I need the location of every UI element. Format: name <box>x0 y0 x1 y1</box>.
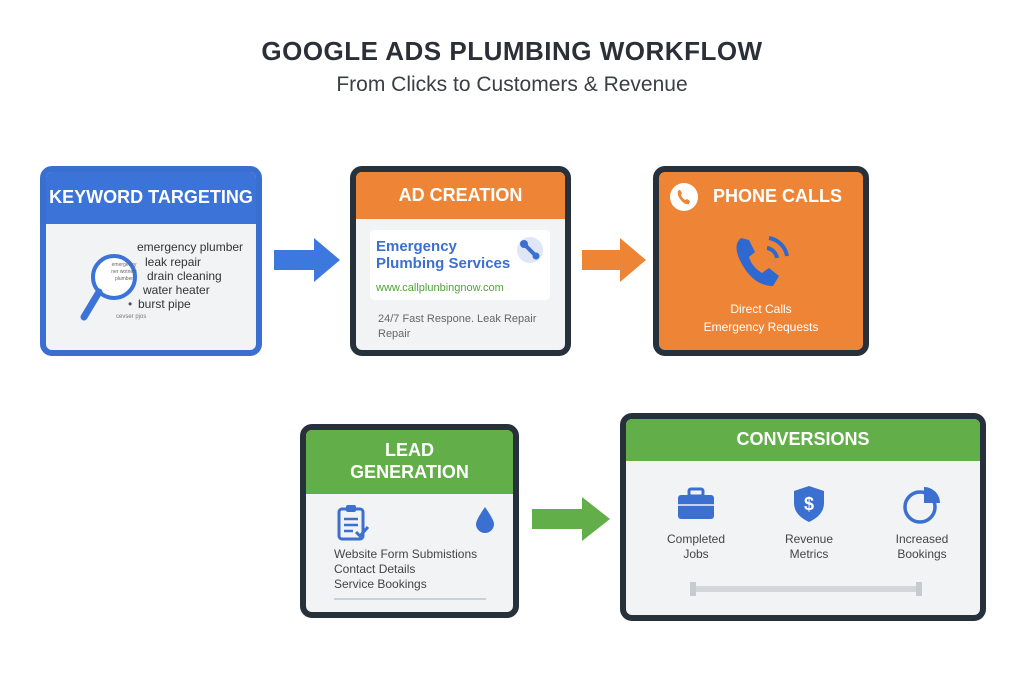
magnifier-icon <box>80 254 137 321</box>
faint-keyword: cevser pjos <box>116 314 147 320</box>
lens-line: plumber <box>114 276 134 282</box>
diagram-subtitle: From Clicks to Customers & Revenue <box>336 73 688 96</box>
phone-calls-lines: Direct Calls Emergency Requests <box>659 302 863 335</box>
svg-text:$: $ <box>804 494 814 514</box>
pie-chart-icon <box>903 487 940 524</box>
ad-creation-header: AD CREATION <box>356 172 565 219</box>
briefcase-icon <box>678 487 714 519</box>
divider <box>334 598 486 600</box>
keyword-targeting-card: KEYWORD TARGETING emergency ner wotnew p… <box>40 166 262 356</box>
keyword-targeting-header: KEYWORD TARGETING <box>46 172 256 224</box>
lens-line: emergency <box>111 262 137 268</box>
keyword: water heater <box>143 283 210 297</box>
arrow-right-icon <box>582 238 646 282</box>
arrow-right-icon <box>532 497 610 541</box>
keyword: emergency plumber <box>137 240 244 254</box>
phone-calls-card: PHONE CALLS Direct Calls Emergency Reque… <box>653 166 869 356</box>
ad-preview: Emergency Plumbing Services www.callplun… <box>370 230 550 300</box>
lens-line: ner wotnew <box>111 269 137 275</box>
ad-title: Emergency Plumbing Services <box>376 238 511 272</box>
lead-generation-card: LEAD GENERATION Website Form Submistions… <box>300 424 519 618</box>
diagram-title: GOOGLE ADS PLUMBING WORKFLOW <box>261 36 763 66</box>
phone-calls-header: PHONE CALLS <box>659 172 863 222</box>
lead-lines: Website Form Submistions Contact Details… <box>334 547 477 592</box>
phone-icon <box>670 183 698 211</box>
progress-bar <box>690 582 922 596</box>
ad-description: 24/7 Fast Respone. Leak Repair Repair <box>378 313 537 340</box>
water-drop-icon <box>476 507 494 533</box>
lens-text: emergency ner wotnew plumber <box>101 262 147 283</box>
lead-line: Contact Details <box>334 562 416 576</box>
lead-generation-header: LEAD GENERATION <box>306 430 513 494</box>
ad-url: www.callplunbingnow.com <box>376 282 504 294</box>
keyword: leak repair <box>145 255 202 269</box>
ad-creation-card: AD CREATION Emergency Plumbing Services … <box>350 166 571 356</box>
phone-line: Direct Calls <box>730 302 792 316</box>
phone-calls-title: PHONE CALLS <box>713 186 843 207</box>
keyword: burst pipe <box>138 297 191 311</box>
phone-line: Emergency Requests <box>703 320 819 334</box>
lead-line: Website Form Submistions <box>334 547 478 561</box>
phone-icon <box>736 236 789 286</box>
conversions-header: CONVERSIONS <box>626 419 980 461</box>
clipboard-check-icon <box>337 505 370 541</box>
dollar-shield-icon: $ <box>794 486 824 522</box>
keyword: drain cleaning <box>147 269 222 283</box>
lead-line: Service Bookings <box>334 577 427 591</box>
wrench-icon <box>517 237 543 263</box>
arrow-right-icon <box>274 238 340 282</box>
